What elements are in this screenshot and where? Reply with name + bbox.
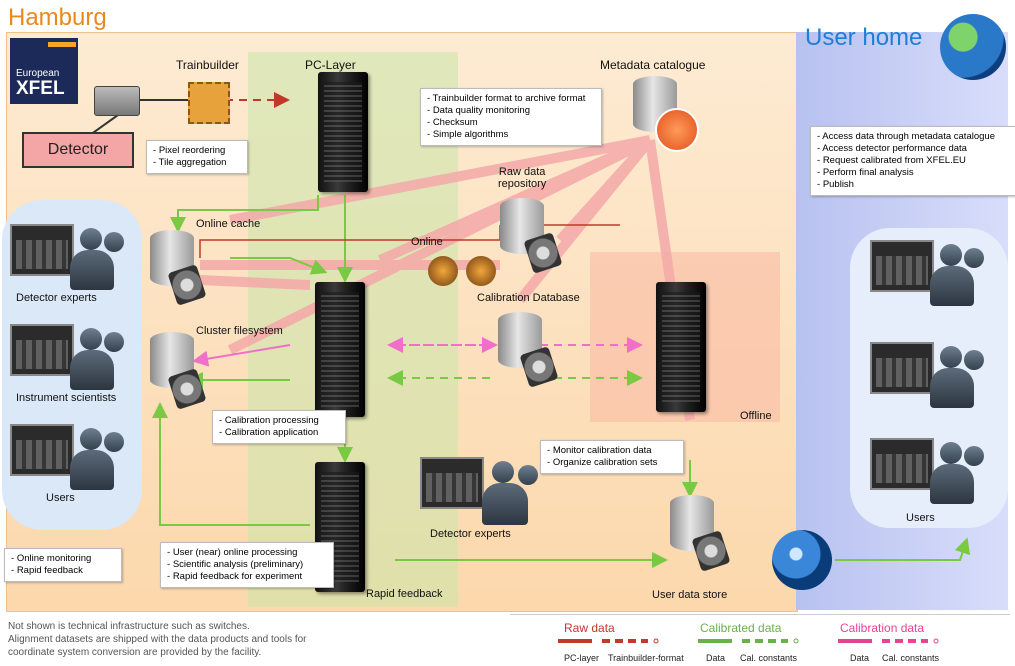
callout-item: Online monitoring (11, 553, 115, 565)
logo-line2: XFEL (16, 78, 65, 99)
footnote-line2: Alignment datasets are shipped with the … (8, 634, 307, 645)
user-home-title: User home (805, 24, 923, 51)
detector-experts-bottom-label: Detector experts (430, 528, 511, 540)
callout-item: Trainbuilder format to archive format (427, 93, 595, 105)
user-home-callout: Access data through metadata catalogueAc… (810, 126, 1015, 196)
calibration-callout: Calibration processingCalibration applic… (212, 410, 346, 444)
legend-lines (558, 638, 939, 644)
pc-layer-server-icon (318, 72, 368, 192)
calibration-database-label: Calibration Database (477, 292, 580, 304)
instrument-scientists-label: Instrument scientists (16, 392, 117, 404)
callout-item: User (near) online processing (167, 547, 327, 559)
footnote-line1: Not shown is technical infrastructure su… (8, 621, 250, 632)
callout-item: Perform final analysis (817, 167, 1011, 179)
detector-chip-icon (94, 86, 140, 116)
legend-calibration-sub2: Cal. constants (882, 653, 940, 663)
callout-item: Access detector performance data (817, 143, 1011, 155)
cluster-filesystem-label: Cluster filesystem (196, 325, 283, 337)
online-monitoring-callout: Online monitoringRapid feedback (4, 548, 122, 582)
legend-calibration-sub1: Data (850, 653, 870, 663)
callout-item: Publish (817, 179, 1011, 191)
legend: Raw data Calibrated data Calibration dat… (510, 614, 1010, 665)
users-left-label: Users (46, 492, 75, 504)
detector-experts-group-icon (10, 222, 130, 292)
tools-icon-1 (428, 256, 458, 286)
trainbuilder-chip-icon (188, 82, 230, 124)
tools-icon-2 (466, 256, 496, 286)
calibration-server-icon (315, 282, 365, 417)
monitor-calibration-callout: Monitor calibration dataOrganize calibra… (540, 440, 684, 474)
network-globe-icon (655, 108, 699, 152)
callout-item: Access data through metadata catalogue (817, 131, 1011, 143)
raw-data-repository-label: Raw data repository (498, 166, 547, 190)
legend-raw-sub2: Trainbuilder-format (608, 653, 684, 663)
callout-item: Calibration processing (219, 415, 339, 427)
legend-raw-sub1: PC-layer (564, 653, 600, 663)
callout-item: Scientific analysis (preliminary) (167, 559, 327, 571)
callout-item: Simple algorithms (427, 129, 595, 141)
users-right-group-2-icon (870, 340, 990, 412)
rapid-feedback-label: Rapid feedback (366, 588, 443, 600)
hamburg-title: Hamburg (8, 4, 107, 31)
footnote: Not shown is technical infrastructure su… (8, 620, 307, 659)
legend-calibrated-sub2: Cal. constants (740, 653, 798, 663)
detector-box: Detector (22, 132, 134, 168)
callout-item: Organize calibration sets (547, 457, 677, 469)
callout-item: Monitor calibration data (547, 445, 677, 457)
pc-layer-label: PC-Layer (305, 58, 356, 72)
detector-experts-bottom-group-icon (420, 455, 550, 527)
detector-label: Detector (47, 141, 109, 158)
callout-item: Data quality monitoring (427, 105, 595, 117)
xfel-logo: European XFEL (10, 38, 78, 104)
user-processing-callout: User (near) online processingScientific … (160, 542, 334, 588)
pc-layer-callout: Trainbuilder format to archive formatDat… (420, 88, 602, 146)
callout-item: Request calibrated from XFEL.EU (817, 155, 1011, 167)
globe-icon (940, 14, 1006, 80)
user-data-store-label: User data store (652, 589, 728, 601)
offline-label: Offline (740, 410, 772, 422)
pixel-callout: Pixel reorderingTile aggregation (146, 140, 248, 174)
callout-item: Calibration application (219, 427, 339, 439)
callout-item: Checksum (427, 117, 595, 129)
callout-item: Rapid feedback (11, 565, 115, 577)
users-left-group-icon (10, 422, 130, 492)
legend-calibrated-sub1: Data (706, 653, 726, 663)
users-right-group-3-icon (870, 436, 990, 508)
online-label: Online (411, 236, 443, 248)
callout-item: Pixel reordering (153, 145, 241, 157)
legend-calibrated-title: Calibrated data (700, 621, 782, 635)
footnote-line3: coordinate system conversion are provide… (8, 647, 262, 658)
callout-item: Rapid feedback for experiment (167, 571, 327, 583)
users-right-label: Users (906, 512, 935, 524)
callout-item: Tile aggregation (153, 157, 241, 169)
legend-calibration-title: Calibration data (840, 621, 925, 635)
trainbuilder-label: Trainbuilder (176, 58, 239, 72)
offline-server-icon (656, 282, 706, 412)
internet-globe-icon (772, 530, 832, 590)
instrument-scientists-group-icon (10, 322, 130, 392)
logo-line1: European (16, 68, 60, 79)
metadata-catalogue-label: Metadata catalogue (600, 58, 706, 72)
users-right-group-1-icon (870, 238, 990, 310)
legend-raw-title: Raw data (564, 621, 615, 635)
detector-experts-left-label: Detector experts (16, 292, 97, 304)
online-cache-label: Online cache (196, 218, 261, 230)
